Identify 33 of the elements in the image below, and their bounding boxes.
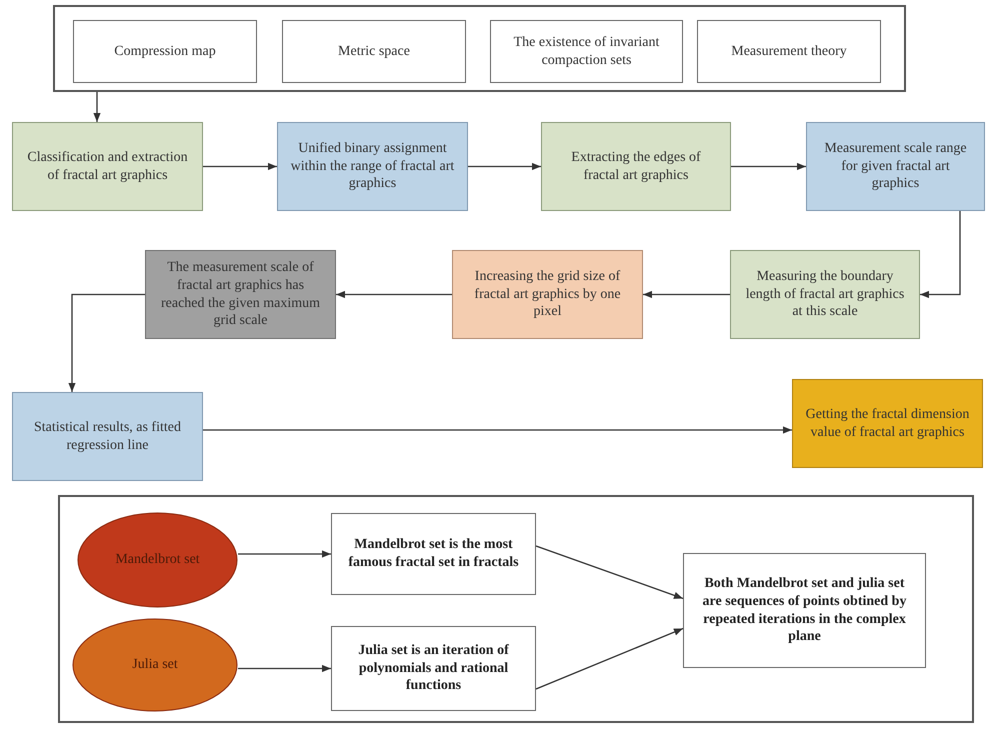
arrow [93,92,101,122]
arrow [336,290,452,298]
result-box: Getting the fractal dimension value of fractal art graphics [792,379,983,468]
arrow [238,664,331,672]
concept-box: The existence of invariant compaction sets [490,20,683,83]
process-box: Extracting the edges of fractal art graphics [541,122,731,211]
group-frame [58,495,974,723]
arrow [203,162,277,170]
note-box: Julia set is an iteration of polynomials and rational functions [331,626,536,711]
process-box: Increasing the grid size of fractal art graphics by one pixel [452,250,643,339]
process-box: Unified binary assignment within the range of fractal art graphics [277,122,468,211]
process-box: Statistical results, as fitted regression line [12,392,203,481]
concept-box: Compression map [73,20,257,83]
process-box: The measurement scale of fractal art graphics has reached the given maximum grid scale [145,250,336,339]
arrow [536,628,684,690]
node-label: Julia set [132,656,178,674]
group-frame [53,5,906,92]
arrow [643,290,730,298]
arrow [203,426,792,434]
note-box: Both Mandelbrot set and julia set are sequences of points obtined by repeated iterations in the complex plane [683,553,926,668]
arrow [68,294,145,392]
arrow [238,550,331,558]
process-box: Classification and extraction of fractal art graphics [12,122,203,211]
arrow [468,162,541,170]
arrow [536,545,684,600]
concept-box: Metric space [282,20,466,83]
process-box: Measuring the boundary length of fractal art graphics at this scale [730,250,920,339]
arrow [920,211,961,298]
node-label: Mandelbrot set [115,551,200,569]
process-box: Measurement scale range for given fractal art graphics [806,122,985,211]
arrow [731,162,806,170]
concept-box: Measurement theory [697,20,881,83]
note-box: Mandelbrot set is the most famous fractal set in fractals [331,513,536,595]
